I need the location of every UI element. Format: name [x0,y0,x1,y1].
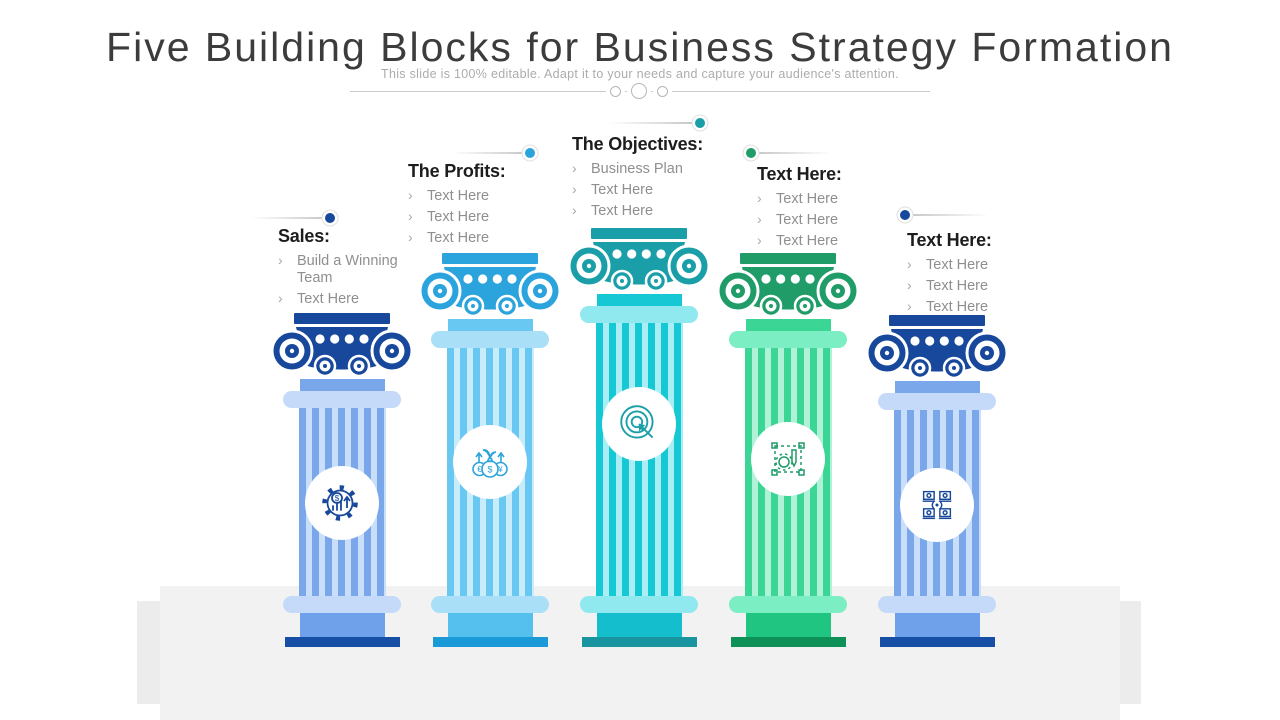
list-item: Text Here [907,256,1027,274]
divider-circle-center [631,83,647,99]
list-item: Text Here [907,298,1027,316]
column-plinth [745,610,831,637]
bullet-list: Text Here Text Here Text Here [907,256,1027,316]
leader-line-profits [452,148,535,158]
column-base-bar [432,637,548,647]
leader-line-text-4 [746,148,831,158]
divider-circle-left [610,86,621,97]
pillar-sales: $ [272,313,412,647]
pillar-objectives [569,228,709,647]
list-item: Business Plan [572,160,717,178]
list-item: Text Here [907,277,1027,295]
dollar-gear-growth-icon: $ [305,466,379,540]
column-capital-icon [718,253,858,317]
money-bags-growth-icon: € ¥ $ [453,425,527,499]
list-item: Text Here [408,187,538,205]
column-collar [580,306,698,323]
column-base-collar [580,596,698,613]
svg-text:$: $ [335,494,340,503]
leader-line-text-5 [900,210,989,220]
pillar-text-4 [718,253,858,647]
column-base-collar [431,596,549,613]
list-item: Text Here [408,208,538,226]
bullet-list: Business Plan Text Here Text Here [572,160,717,220]
bullet-list: Text Here Text Here Text Here [757,190,877,250]
bullet-list: Build a Winning Team Text Here [278,252,410,308]
column-base-bar [284,637,400,647]
column-neck [299,379,385,394]
leader-line-sales [250,213,335,223]
column-neck [745,319,831,334]
svg-text:¥: ¥ [497,465,503,474]
column-base-bar [581,637,697,647]
column-capital-icon [569,228,709,292]
column-plinth [447,610,533,637]
svg-text:€: € [477,465,482,474]
column-capital-icon [272,313,412,377]
pillar-heading: Text Here: [757,164,842,184]
column-capital-icon [420,253,560,317]
list-item: Text Here [278,290,410,308]
pillar-text-5 [867,315,1007,647]
column-neck [447,319,533,334]
svg-text:$: $ [487,465,492,475]
bullet-list: Text Here Text Here Text Here [408,187,538,247]
column-collar [729,331,847,348]
column-neck [596,294,682,309]
column-collar [431,331,549,348]
label-text-4: Text Here: Text Here Text Here Text Here [757,164,877,254]
column-base-collar [878,596,996,613]
column-plinth [894,610,980,637]
list-item: Text Here [408,229,538,247]
leader-line-objectives [608,118,705,128]
list-item: Text Here [757,232,877,250]
pillar-heading: Text Here: [907,230,992,250]
pillar-heading: Sales: [278,226,330,246]
column-plinth [299,610,385,637]
divider-circle-right [657,86,668,97]
page-title: Five Building Blocks for Business Strate… [106,24,1174,70]
list-item: Build a Winning Team [278,252,410,287]
column-plinth [596,610,682,637]
list-item: Text Here [572,181,717,199]
label-objectives: The Objectives: Business Plan Text Here … [572,134,717,224]
pillar-heading: The Objectives: [572,134,704,154]
pillar-profits: € ¥ $ [420,253,560,647]
label-profits: The Profits: Text Here Text Here Text He… [408,161,538,251]
list-item: Text Here [757,211,877,229]
page-subtitle: This slide is 100% editable. Adapt it to… [381,67,899,81]
column-neck [894,381,980,396]
pillar-heading: The Profits: [408,161,506,181]
column-base-collar [283,596,401,613]
list-item: Text Here [757,190,877,208]
column-capital-icon [867,315,1007,379]
team-network-icon [900,468,974,542]
column-collar [878,393,996,410]
column-base-collar [729,596,847,613]
column-base-bar [879,637,995,647]
label-text-5: Text Here: Text Here Text Here Text Here [907,230,1027,320]
design-gear-pencil-icon [751,422,825,496]
list-item: Text Here [572,202,717,220]
label-sales: Sales: Build a Winning Team Text Here [278,226,410,312]
target-arrow-icon [602,387,676,461]
column-collar [283,391,401,408]
column-base-bar [730,637,846,647]
